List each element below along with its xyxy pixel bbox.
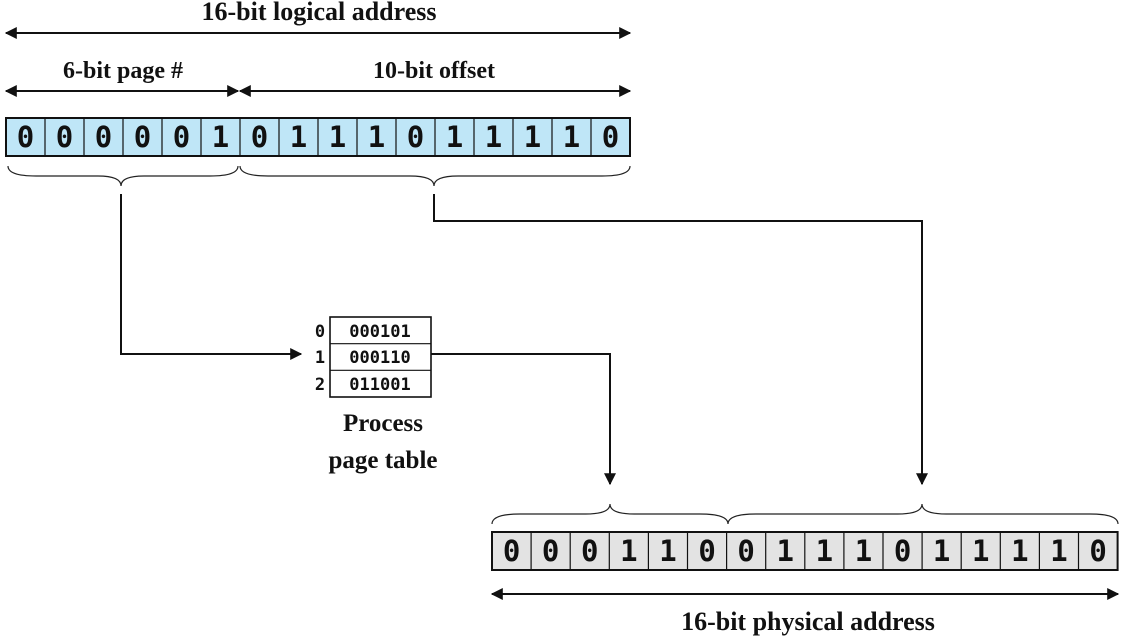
logical-bit-13: 1 xyxy=(524,120,541,154)
physical-bit-8: 1 xyxy=(816,534,833,568)
offset-copy-arrow xyxy=(433,194,928,486)
page-table-caption-line1: Process xyxy=(343,410,423,437)
page-number-label: 6-bit page # xyxy=(63,58,183,84)
physical-bit-11: 1 xyxy=(933,534,950,568)
logical-address-title: 16-bit logical address xyxy=(202,0,437,26)
physical-bit-3: 1 xyxy=(620,534,637,568)
page-table-index-0: 0 xyxy=(315,322,325,342)
logical-bit-9: 1 xyxy=(368,120,385,154)
physical-bit-1: 0 xyxy=(542,534,559,568)
page-table-entry-0: 000101 xyxy=(349,322,410,342)
logical-bit-14: 1 xyxy=(563,120,580,154)
physical-bit-6: 0 xyxy=(737,534,754,568)
physical-bit-12: 1 xyxy=(972,534,989,568)
page-lookup-arrow xyxy=(120,194,303,360)
page-table-entry-1: 000110 xyxy=(349,348,410,368)
logical-bit-8: 1 xyxy=(329,120,346,154)
logical-bit-12: 1 xyxy=(485,120,502,154)
offset-label: 10-bit offset xyxy=(373,58,495,84)
physical-bit-0: 0 xyxy=(503,534,520,568)
logical-bit-11: 1 xyxy=(446,120,463,154)
frame-number-arrow xyxy=(431,353,616,486)
page-table-entry-2: 011001 xyxy=(349,375,410,395)
page-table-index-2: 2 xyxy=(315,375,325,395)
physical-bit-2: 0 xyxy=(581,534,598,568)
logical-bit-6: 0 xyxy=(251,120,268,154)
page-number-brace xyxy=(7,165,239,187)
physical-bit-13: 1 xyxy=(1011,534,1028,568)
logical-bit-1: 0 xyxy=(56,120,73,154)
logical-bit-3: 0 xyxy=(134,120,151,154)
logical-bit-7: 1 xyxy=(290,120,307,154)
page-table: 0 000101 1 000110 2 011001 xyxy=(315,316,432,398)
offset-brace xyxy=(239,165,631,187)
frame-number-brace xyxy=(491,503,729,525)
physical-bit-7: 1 xyxy=(777,534,794,568)
page-table-index-1: 1 xyxy=(315,348,325,368)
logical-bit-4: 0 xyxy=(173,120,190,154)
physical-bit-4: 1 xyxy=(659,534,676,568)
physical-bit-5: 0 xyxy=(698,534,715,568)
physical-bit-10: 0 xyxy=(894,534,911,568)
physical-bit-14: 1 xyxy=(1050,534,1067,568)
physical-bit-9: 1 xyxy=(855,534,872,568)
physical-bit-15: 0 xyxy=(1089,534,1106,568)
page-table-caption-line2: page table xyxy=(328,447,437,474)
logical-bit-2: 0 xyxy=(95,120,112,154)
logical-bit-5: 1 xyxy=(212,120,229,154)
physical-offset-brace xyxy=(727,503,1119,525)
logical-bit-0: 0 xyxy=(17,120,34,154)
physical-address-title: 16-bit physical address xyxy=(681,607,935,636)
logical-bit-10: 0 xyxy=(407,120,424,154)
logical-bit-15: 0 xyxy=(602,120,619,154)
